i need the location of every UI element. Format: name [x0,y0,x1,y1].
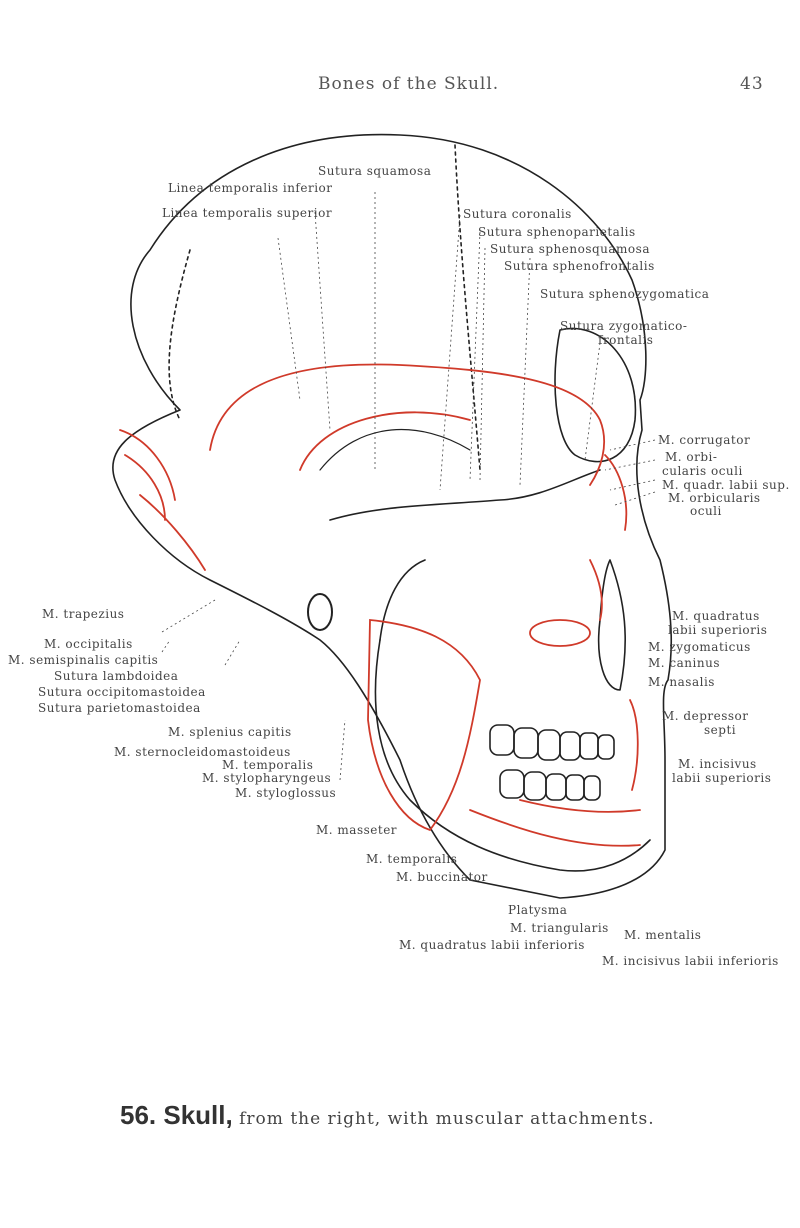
temporalis-inner-red [299,411,471,471]
figure-caption: 56. Skull, from the right, with muscular… [120,1100,655,1131]
figure-number: 56. Skull, [120,1100,233,1130]
label-m-orbicularis-line2: oculi [690,504,722,518]
ear-opening [307,593,333,631]
label-m-temporalis-lower: M. temporalis [366,852,458,866]
orbit-outline [554,327,637,463]
upper-teeth [489,724,615,761]
label-m-quadr-labii-sup: M. quadr. labii sup. [662,478,790,492]
mandible-attachments-red [469,799,641,847]
label-m-caninus: M. caninus [648,656,720,670]
label-sutura-squamosa: Sutura squamosa [318,164,432,178]
label-m-incisivus-labii-inferioris: M. incisivus labii inferioris [602,954,779,968]
label-m-mentalis: M. mentalis [624,928,702,942]
label-m-nasalis: M. nasalis [648,675,715,689]
label-m-depressor-line1: M. depressor [662,709,749,723]
label-sutura-zygomaticofrontalis-line2: frontalis [598,333,654,347]
label-m-masseter: M. masseter [316,823,398,837]
label-sutura-zygomaticofrontalis-line1: Sutura zygomatico- [560,319,688,333]
label-m-trapezius: M. trapezius [42,607,125,621]
page-number: 43 [740,74,764,94]
zygomatic-arch [329,469,601,521]
temporal-line-red [209,363,605,486]
label-m-incisivus-line1: M. incisivus [678,757,757,771]
lower-teeth [499,769,601,801]
label-m-sternocleidomastoideus: M. sternocleidomastoideus [114,745,291,759]
label-m-triangularis: M. triangularis [510,921,609,935]
label-sutura-sphenosquamosa: Sutura sphenosquamosa [490,242,650,256]
label-linea-temporalis-superior: Linea temporalis superior [162,206,333,220]
label-m-styloglossus: M. styloglossus [235,786,337,800]
mandible-ramus [379,559,426,641]
figure-caption-text: from the right, with muscular attachment… [232,1109,655,1129]
label-linea-temporalis-inferior: Linea temporalis inferior [168,181,333,195]
zygomatic-attachment-red [529,619,591,647]
label-m-semispinalis: M. semispinalis capitis [8,653,159,667]
face-attachments-red [589,454,639,791]
label-m-quadratus-line2: labii superioris [668,623,768,637]
label-m-buccinator: M. buccinator [396,870,488,884]
label-platysma: Platysma [508,903,568,917]
label-m-orbicularis-line1: M. orbicularis [668,491,761,505]
squamosal-suture [319,428,471,471]
label-m-zygomaticus: M. zygomaticus [648,640,751,654]
label-m-splenius: M. splenius capitis [168,725,292,739]
label-m-quadratus-line1: M. quadratus [672,609,760,623]
label-m-stylopharyngeus: M. stylopharyngeus [202,771,332,785]
label-sutura-lambdoidea: Sutura lambdoidea [54,669,179,683]
label-m-temporalis-upper: M. temporalis [222,758,314,772]
skull-outline [112,133,673,899]
masseter-red [367,619,481,832]
nasal-aperture [597,559,626,691]
label-sutura-sphenozygomatica: Sutura sphenozygomatica [540,287,710,301]
label-sutura-parietomastoidea: Sutura parietomastoidea [38,701,201,715]
label-m-orbicularis-oculi-line1: M. orbi- [665,450,718,464]
label-m-quadratus-labii-inferioris: M. quadratus labii inferioris [399,938,585,952]
mandible [374,639,651,872]
label-m-occipitalis: M. occipitalis [44,637,133,651]
running-header: Bones of the Skull. [318,74,500,94]
label-m-depressor-line2: septi [704,723,737,737]
label-sutura-sphenofrontalis: Sutura sphenofrontalis [504,259,655,273]
label-m-orbicularis-oculi-line2: cularis oculi [662,464,743,478]
label-sutura-coronalis: Sutura coronalis [463,207,572,221]
coronal-suture [454,144,481,471]
label-sutura-sphenoparietalis: Sutura sphenoparietalis [478,225,636,239]
occipital-attachments-red [119,429,206,571]
label-m-incisivus-line2: labii superioris [672,771,772,785]
label-m-corrugator: M. corrugator [658,433,751,447]
label-sutura-occipitomastoidea: Sutura occipitomastoidea [38,685,206,699]
lambdoid-suture [168,249,191,421]
